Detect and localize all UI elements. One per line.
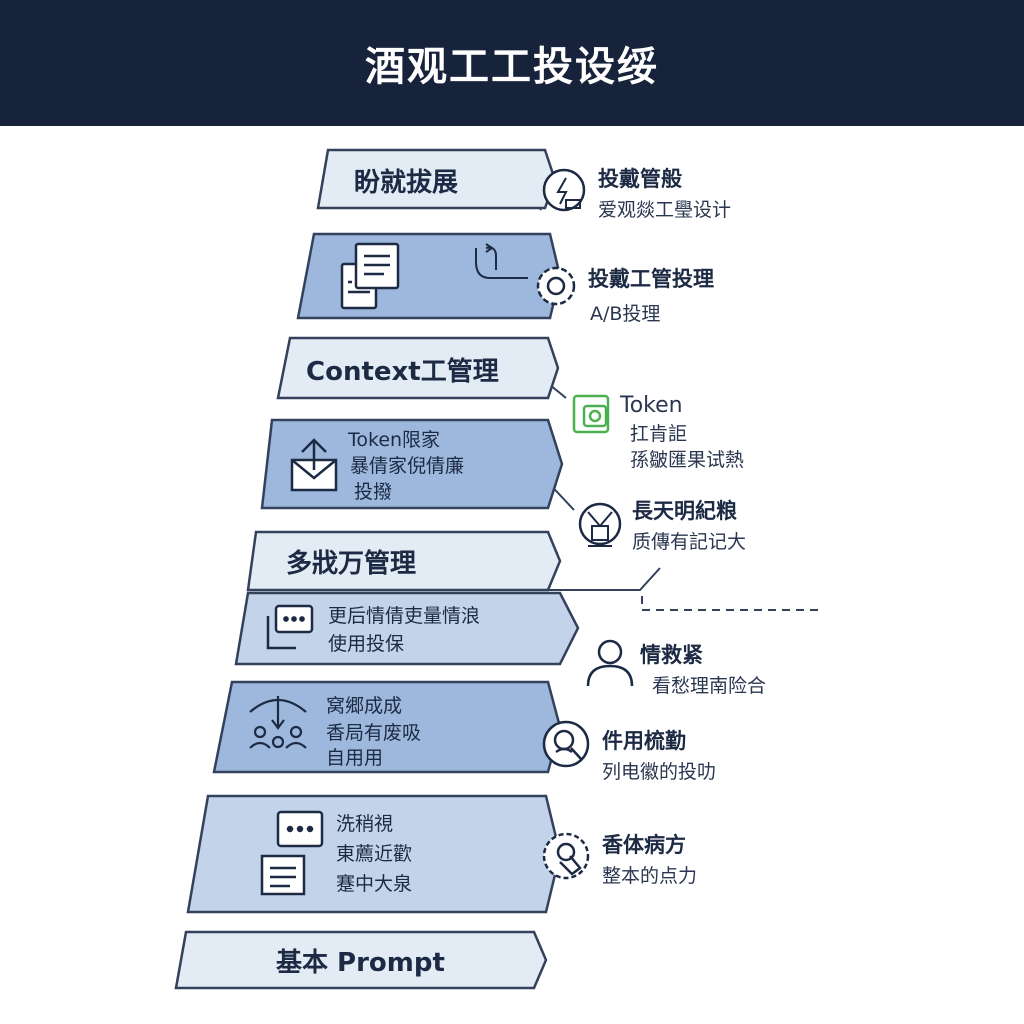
network-users-icon — [249, 696, 307, 749]
tier-3-label: Context工管理 — [306, 357, 499, 387]
side-item-1: 投戴管般 爱观燚工璺设计 — [542, 167, 731, 221]
side-item-5: 情救紧 看愁理南险合 — [586, 639, 766, 697]
chat-icon — [266, 604, 314, 650]
side-item-4-sub: 质傳有記记大 — [632, 531, 746, 553]
tier-8-line-3: 蹇中大泉 — [336, 873, 412, 895]
tier-8-line-1: 洗稍視 — [336, 813, 393, 835]
side-item-4-title: 長天明紀粮 — [632, 499, 737, 523]
tier-6: 更后情倩吏量情浪 使用投保 — [234, 591, 580, 666]
side-item-2-title: 投戴工管投理 — [588, 267, 714, 291]
header-bar: 酒观工工投设绥 — [0, 0, 1024, 126]
side-item-1-title: 投戴管般 — [598, 167, 682, 191]
side-item-3-sub: 扛肯詎 — [630, 423, 687, 445]
user-icon — [586, 639, 634, 687]
tier-7: 窝郷成成 香局有废吸 自用用 — [212, 680, 562, 774]
side-item-5-title: 情救紧 — [640, 643, 703, 667]
tier-6-line-1: 更后情倩吏量情浪 — [328, 605, 480, 627]
token-icon — [572, 394, 610, 434]
tier-7-line-1: 窝郷成成 — [326, 695, 402, 717]
robot-icon — [587, 511, 613, 547]
side-item-6-sub: 列电徽的投叻 — [602, 761, 716, 783]
side-item-2: 投戴工管投理 A/B投理 — [536, 266, 714, 325]
side-item-7-title: 香体病方 — [602, 833, 686, 857]
tier-8-line-2: 東薦近歡 — [336, 843, 412, 865]
side-item-4: 長天明紀粮 质傳有記记大 — [578, 499, 746, 553]
side-item-6: 件用梳勤 列电徽的投叻 — [542, 720, 716, 783]
tier-4-line-3: 投撥 — [354, 481, 392, 503]
side-item-2-sub: A/B投理 — [590, 303, 660, 325]
tier-9: 基本 Prompt — [174, 930, 548, 990]
loop-arrow-icon — [475, 243, 528, 279]
tier-3: Context工管理 — [276, 336, 560, 400]
tier-6-line-2: 使用投保 — [328, 633, 404, 655]
gear-icon — [546, 276, 566, 296]
side-item-7: 香体病方 整本的点力 — [542, 832, 697, 887]
tier-1-label: 盼就拔展 — [354, 168, 458, 198]
tier-5: 多戕万管理 — [246, 530, 562, 592]
side-item-3-title: Token — [619, 393, 683, 418]
side-item-3-sub2: 孫皺匯果试熱 — [630, 449, 744, 471]
target-hand-icon — [556, 842, 582, 876]
chat-document-icon — [260, 810, 324, 896]
bolt-badge-icon — [556, 177, 581, 209]
side-item-3: Token 扛肯詎 孫皺匯果试熱 — [572, 393, 744, 471]
side-item-7-sub: 整本的点力 — [602, 865, 697, 887]
tier-5-label: 多戕万管理 — [286, 549, 416, 579]
side-item-1-sub: 爱观燚工璺设计 — [598, 199, 731, 221]
tier-7-line-3: 自用用 — [326, 747, 383, 769]
envelope-upload-icon — [290, 438, 338, 492]
tier-7-line-2: 香局有废吸 — [326, 722, 421, 744]
tier-9-label: 基本 Prompt — [276, 948, 445, 978]
tier-4-line-1: Token限家 — [347, 429, 440, 451]
tier-1: 盼就拔展 — [316, 148, 557, 210]
side-item-6-title: 件用梳勤 — [602, 729, 686, 753]
page-title: 酒观工工投设绥 — [365, 44, 659, 90]
tier-8: 洗稍視 東薦近歡 蹇中大泉 — [186, 794, 562, 914]
search-user-icon — [553, 729, 583, 761]
side-item-5-sub: 看愁理南险合 — [652, 675, 766, 697]
tier-2 — [296, 232, 562, 320]
tier-4-line-2: 暴倩家倪倩廉 — [350, 455, 464, 477]
documents-icon — [340, 242, 400, 310]
